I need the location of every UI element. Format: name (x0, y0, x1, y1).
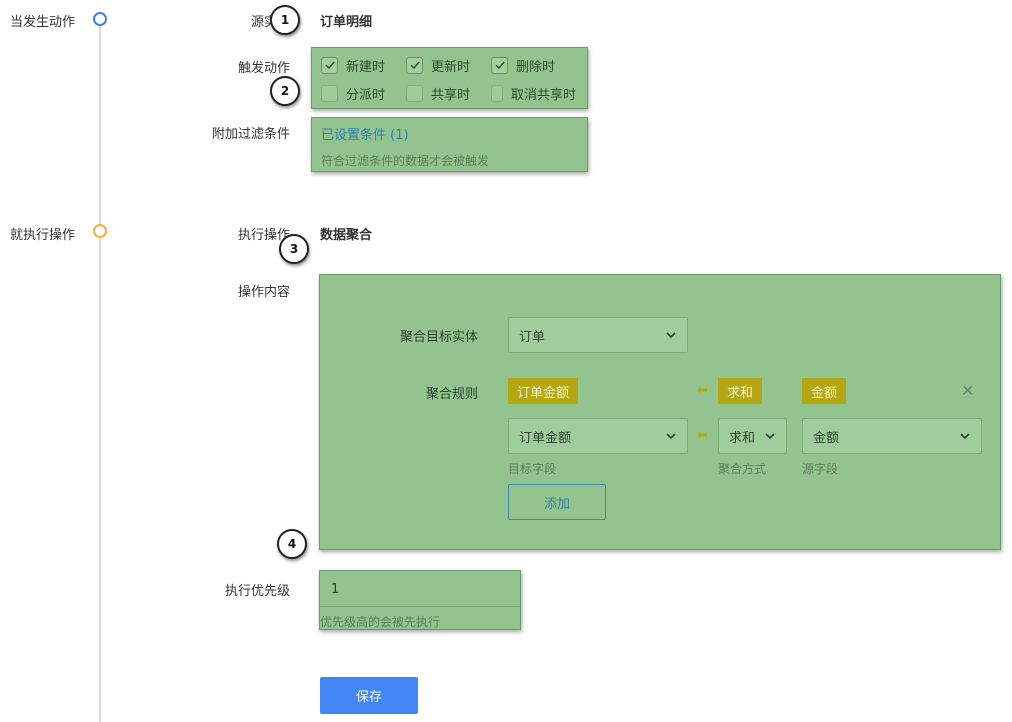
content-panel (319, 274, 1001, 550)
callout-badge-3: 3 (279, 234, 309, 264)
checkbox-checked-icon (491, 56, 508, 74)
target-field-select[interactable]: 订单金额 (508, 418, 688, 454)
timeline-dot-trigger (93, 12, 107, 26)
checkbox-create[interactable]: 新建时 (321, 56, 406, 75)
callout-badge-4: 4 (277, 529, 307, 559)
content-label: 操作内容 (237, 285, 290, 300)
checkbox-unchecked-icon (321, 84, 338, 102)
operation-value: 数据聚合 (320, 228, 373, 243)
aggregate-method-caption: 聚合方式 (718, 462, 767, 476)
target-entity-label: 聚合目标实体 (399, 330, 478, 345)
checkbox-checked-icon (406, 56, 423, 74)
priority-input[interactable]: 1 (320, 571, 520, 607)
chevron-down-icon (666, 332, 676, 339)
rule-target-tag: 订单金额 (508, 378, 579, 404)
step-label-trigger: 当发生动作 (10, 15, 76, 30)
filter-group: 已设置条件 (1) 符合过滤条件的数据才会被触发 (311, 117, 588, 172)
checkbox-unchecked-icon (491, 84, 503, 102)
arrow-left-icon: ⬅ (697, 383, 708, 398)
filter-hint: 符合过滤条件的数据才会被触发 (321, 154, 490, 168)
source-field-caption: 源字段 (802, 462, 839, 476)
chevron-down-icon (960, 433, 970, 440)
chevron-down-icon (666, 433, 676, 440)
trigger-actions-label: 触发动作 (237, 61, 290, 76)
checkbox-delete[interactable]: 删除时 (491, 56, 576, 75)
filter-label: 附加过滤条件 (211, 127, 290, 142)
rules-label: 聚合规则 (425, 387, 478, 402)
priority-hint: 优先级高的会被先执行 (320, 615, 441, 629)
callout-badge-1: 1 (270, 5, 300, 35)
remove-rule-close-icon[interactable]: ✕ (961, 381, 975, 400)
aggregate-method-select[interactable]: 求和 (718, 418, 787, 454)
source-entity-value: 订单明细 (320, 15, 373, 30)
checkbox-update[interactable]: 更新时 (406, 56, 491, 75)
checkbox-assign[interactable]: 分派时 (321, 84, 406, 103)
source-field-select[interactable]: 金额 (802, 418, 982, 454)
target-field-caption: 目标字段 (508, 462, 557, 476)
save-button[interactable]: 保存 (320, 677, 418, 714)
filter-conditions-link[interactable]: 已设置条件 (1) (321, 128, 409, 143)
arrow-left-icon: ⬅ (697, 428, 708, 443)
chevron-down-icon (765, 433, 775, 440)
operation-label: 执行操作 (237, 228, 290, 243)
checkbox-checked-icon (321, 56, 338, 74)
checkbox-unshare[interactable]: 取消共享时 (491, 84, 576, 103)
rule-source-tag: 金额 (802, 378, 847, 404)
timeline-dot-execute (93, 224, 107, 238)
callout-badge-2: 2 (270, 76, 300, 106)
trigger-actions-group: 新建时 更新时 删除时 分派时 共享时 取消共享时 (311, 47, 588, 109)
checkbox-share[interactable]: 共享时 (406, 84, 491, 103)
target-entity-select[interactable]: 订单 (508, 317, 688, 353)
add-rule-button[interactable]: 添加 (508, 484, 606, 520)
step-label-execute: 就执行操作 (10, 228, 76, 243)
rule-method-tag: 求和 (718, 378, 763, 404)
checkbox-unchecked-icon (406, 84, 423, 102)
timeline-line (99, 26, 101, 722)
priority-label: 执行优先级 (224, 584, 290, 599)
priority-group: 1 优先级高的会被先执行 (319, 570, 521, 630)
